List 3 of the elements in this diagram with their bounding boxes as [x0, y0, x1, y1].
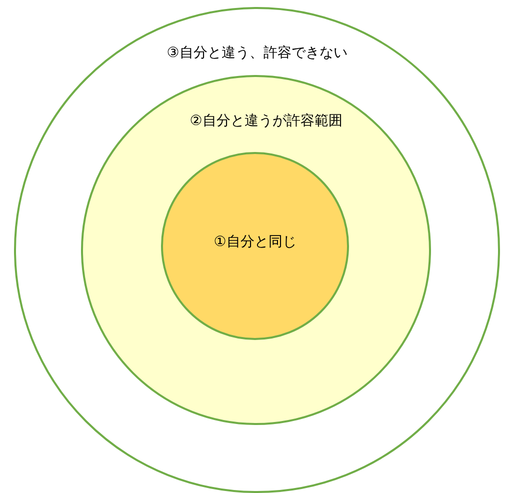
zone-label: ①自分と同じ — [214, 234, 296, 250]
zone-label: ②自分と違うが許容範囲 — [190, 113, 342, 129]
zone-label: ③自分と違う、許容できない — [166, 45, 348, 61]
